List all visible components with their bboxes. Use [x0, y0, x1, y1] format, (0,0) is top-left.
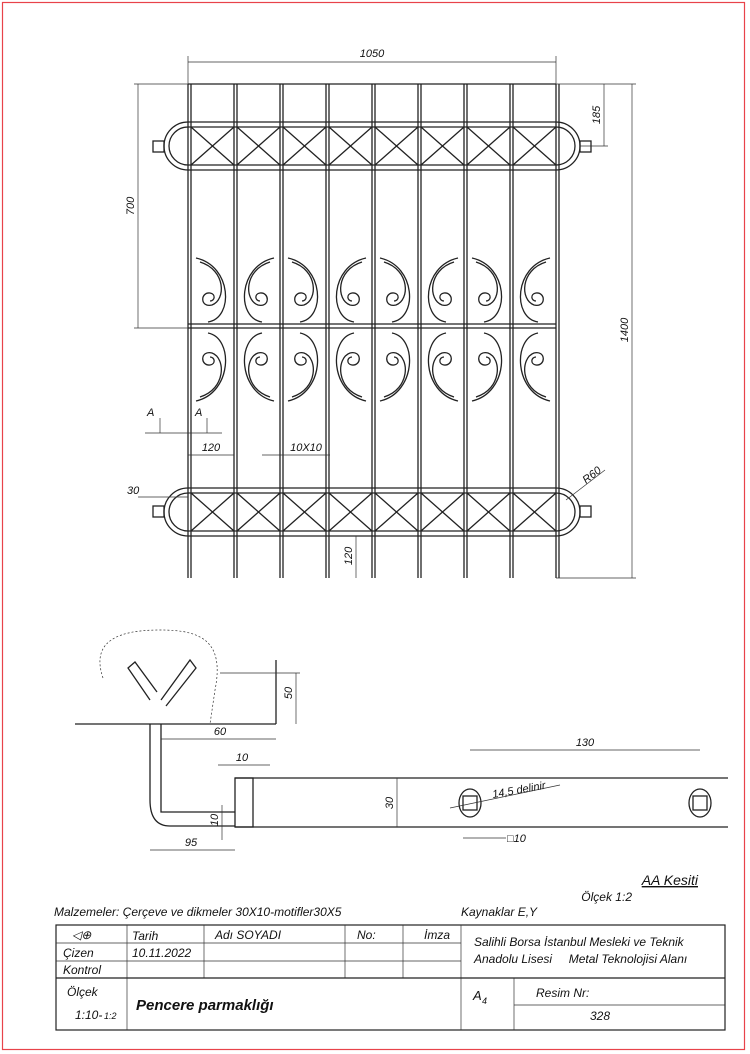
scroll-upper	[383, 261, 406, 306]
row-drawn: Çizen	[63, 946, 94, 960]
school-line-1: Salihli Borsa İstanbul Mesleki ve Teknik	[474, 935, 685, 949]
cross-bar	[190, 126, 235, 166]
scroll-lower-arc	[287, 332, 319, 402]
cross-bar	[374, 492, 419, 532]
scroll-lower	[199, 352, 222, 398]
school-line-2: Anadolu Lisesi Metal Teknolojisi Alanı	[473, 952, 687, 966]
drawing-title: Pencere parmaklığı	[136, 997, 274, 1014]
cross-bar	[282, 126, 327, 166]
cross-bar	[236, 492, 281, 532]
section-scale: Ölçek 1:2	[581, 890, 632, 904]
scroll-lower	[524, 352, 547, 398]
cross-bar	[328, 126, 373, 166]
cross-bar	[512, 492, 557, 532]
cross-bar	[466, 492, 511, 532]
dim-30: 30	[127, 485, 140, 497]
scroll-upper-arc	[335, 257, 367, 323]
col-sign: İmza	[424, 928, 450, 942]
title-block: ◁⊕ Tarih Adı SOYADI No: İmza Çizen 10.11…	[55, 924, 726, 1031]
scroll-upper-arc	[471, 257, 503, 323]
cross-bar	[466, 126, 511, 166]
section-mark-a-right: A	[194, 407, 202, 419]
dim-60: 60	[214, 726, 227, 738]
row-check: Kontrol	[63, 963, 101, 977]
hole-note: 14,5 delinir	[491, 780, 547, 801]
materials-note: Malzemeler: Çerçeve ve dikmeler 30X10-mo…	[54, 905, 342, 919]
dim-r60: R60	[580, 464, 604, 486]
scroll-upper	[432, 261, 455, 306]
scroll-lower	[340, 352, 363, 398]
drawn-date: 10.11.2022	[132, 946, 191, 960]
scroll-lower-arc	[243, 332, 275, 402]
front-view-dimensions: 1050 700 1400 185 A A 120 10X10 30 R60 1…	[125, 48, 636, 579]
scroll-upper	[199, 261, 222, 306]
dim-130: 130	[576, 737, 595, 749]
cross-bar	[420, 492, 465, 532]
scroll-upper	[475, 261, 498, 306]
dim-50: 50	[283, 686, 295, 699]
dim-120-spacing: 120	[202, 442, 221, 454]
paper-size: A	[472, 988, 482, 1003]
col-date: Tarih	[132, 929, 159, 943]
scroll-upper	[248, 261, 271, 306]
dim-10-bend: 10	[209, 813, 221, 826]
scroll-lower	[383, 352, 406, 398]
cross-bar	[512, 126, 557, 166]
grille-front-view	[152, 83, 592, 578]
dim-1050: 1050	[360, 48, 385, 60]
cross-bar	[420, 126, 465, 166]
scale-value-small: 1:2	[104, 1011, 117, 1021]
scroll-upper	[291, 261, 314, 306]
scale-label: Ölçek	[67, 985, 99, 999]
scroll-upper-arc	[287, 257, 319, 323]
scroll-lower	[432, 352, 455, 398]
welds-note: Kaynaklar E,Y	[461, 905, 538, 919]
dim-10x10: 10X10	[290, 442, 323, 454]
paper-size-sub: 4	[482, 996, 487, 1006]
cross-bar	[328, 492, 373, 532]
dim-700: 700	[125, 196, 137, 215]
scroll-lower-arc	[195, 332, 227, 402]
dim-1400: 1400	[619, 317, 631, 342]
scroll-upper-arc	[519, 257, 551, 323]
scroll-lower	[248, 352, 271, 398]
dim-10-plate: 10	[236, 752, 249, 764]
scroll-upper	[524, 261, 547, 306]
section-title: AA Kesiti	[641, 872, 699, 888]
scroll-upper-arc	[195, 257, 227, 323]
scroll-lower-arc	[519, 332, 551, 402]
scroll-lower-arc	[335, 332, 367, 402]
scroll-lower-arc	[379, 332, 411, 402]
cross-bar	[236, 126, 281, 166]
cross-bar	[282, 492, 327, 532]
scroll-upper	[340, 261, 363, 306]
scroll-lower	[291, 352, 314, 398]
scroll-lower-arc	[471, 332, 503, 402]
col-no: No:	[357, 928, 376, 942]
projection-symbol-icon: ◁⊕	[72, 928, 92, 942]
scroll-upper-arc	[243, 257, 275, 323]
scroll-lower	[475, 352, 498, 398]
dim-95: 95	[185, 837, 198, 849]
drawing-no-label: Resim Nr:	[536, 986, 589, 1000]
scale-value: 1:10-	[75, 1008, 102, 1022]
section-mark-a-left: A	[146, 407, 154, 419]
cross-bar	[190, 492, 235, 532]
anchor-detail: 50 60 10 30 10 95 130 14,5 delinir □10	[75, 629, 728, 851]
cross-bar	[374, 126, 419, 166]
dim-square-10: □10	[507, 833, 527, 845]
dim-185: 185	[591, 105, 603, 124]
dim-120-bottom: 120	[343, 546, 355, 565]
dim-30-bar: 30	[384, 796, 396, 809]
drawing-no: 328	[590, 1009, 610, 1023]
scroll-upper-arc	[427, 257, 459, 323]
col-name: Adı SOYADI	[214, 928, 282, 942]
scroll-upper-arc	[379, 257, 411, 323]
scroll-lower-arc	[427, 332, 459, 402]
